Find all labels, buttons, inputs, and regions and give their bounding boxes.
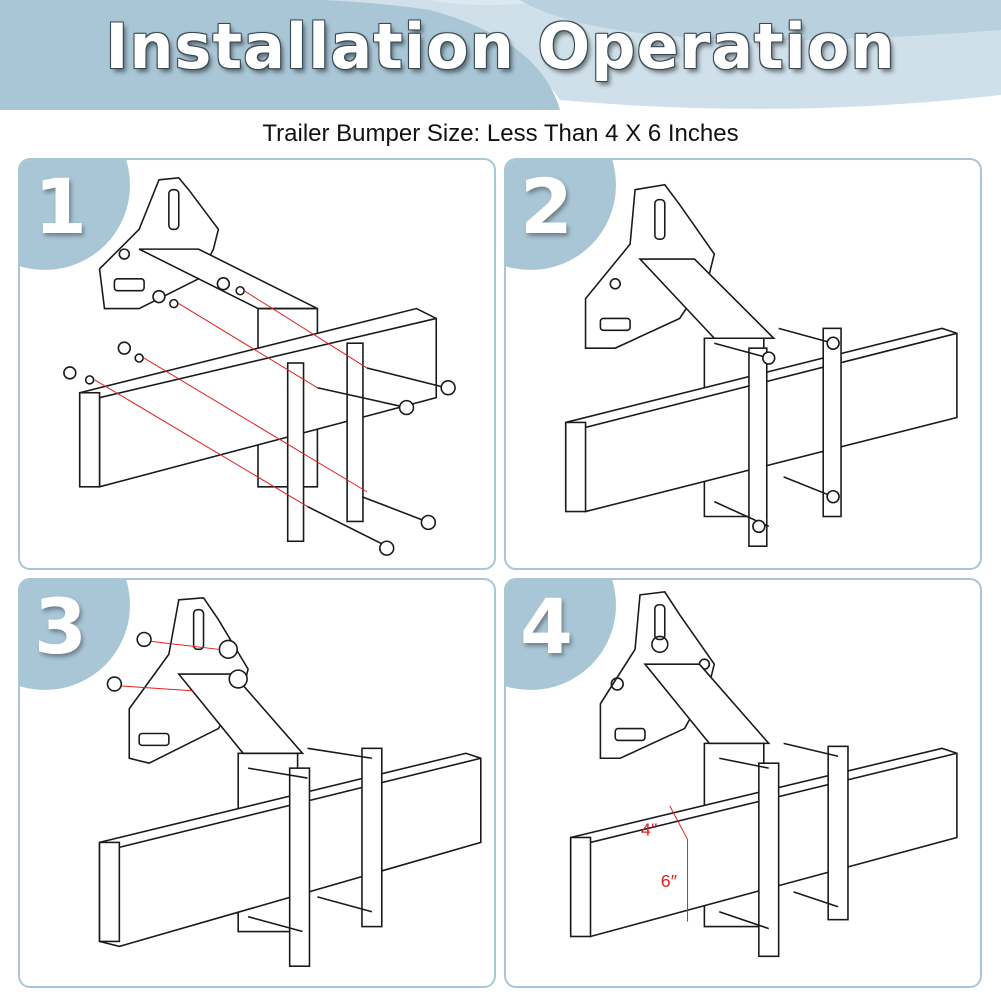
step-number: 3 [34, 582, 87, 671]
step-2-illustration [564, 183, 958, 548]
step-number: 4 [520, 582, 573, 671]
step-panel-1: 1 [18, 158, 496, 570]
step-number: 1 [34, 162, 87, 251]
step-1-illustration [63, 176, 456, 556]
step-panel-3: 3 [18, 578, 496, 988]
step-3-illustration [98, 596, 482, 967]
step-4-illustration: 4″ 6″ [569, 591, 958, 958]
dimension-width-label: 6″ [661, 871, 677, 891]
page-subtitle: Trailer Bumper Size: Less Than 4 X 6 Inc… [262, 120, 739, 147]
step-number: 2 [520, 162, 573, 251]
dimension-height-label: 4″ [641, 819, 657, 839]
header-background [0, 0, 1001, 110]
step-panel-2: 2 [504, 158, 982, 570]
page-title: Installation Operation [105, 10, 896, 83]
step-panel-4: 4 4″ 6″ [504, 578, 982, 988]
